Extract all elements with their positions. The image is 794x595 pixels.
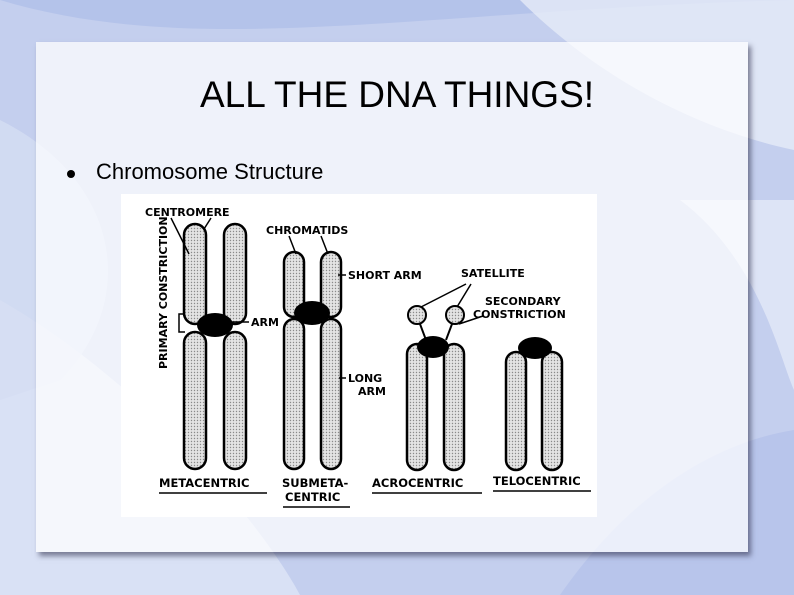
- label-arm: ARM: [251, 316, 279, 329]
- label-secondary-constriction: CONSTRICTION: [473, 308, 566, 321]
- label-short-arm: SHORT ARM: [348, 269, 422, 282]
- label-metacentric: METACENTRIC: [159, 476, 250, 490]
- label-long-arm: ARM: [358, 385, 386, 398]
- centromere: [518, 337, 552, 359]
- centromere: [294, 301, 330, 325]
- acrocentric-chromosome: [405, 305, 466, 472]
- chromosome-diagram: CENTROMERE CHROMATIDS SHORT ARM SATELLIT…: [121, 194, 597, 517]
- centromere: [417, 336, 449, 358]
- bullet-icon: [67, 170, 75, 178]
- label-submetacentric: CENTRIC: [285, 490, 340, 504]
- label-chromatids: CHROMATIDS: [266, 224, 348, 237]
- label-submetacentric: SUBMETA-: [282, 476, 349, 490]
- label-primary-constriction: PRIMARY CONSTRICTION: [157, 216, 170, 369]
- centromere: [197, 313, 233, 337]
- bullet-item: Chromosome Structure: [96, 159, 324, 184]
- telocentric-chromosome: [504, 337, 564, 472]
- submetacentric-chromosome: [282, 250, 343, 471]
- label-telocentric: TELOCENTRIC: [493, 474, 581, 488]
- slide-title: ALL THE DNA THINGS!: [199, 74, 595, 115]
- metacentric-chromosome: [182, 222, 248, 471]
- label-long-arm: LONG: [348, 372, 382, 385]
- label-acrocentric: ACROCENTRIC: [372, 476, 463, 490]
- label-secondary-constriction: SECONDARY: [485, 295, 562, 308]
- label-centromere: CENTROMERE: [145, 206, 230, 219]
- label-satellite: SATELLITE: [461, 267, 525, 280]
